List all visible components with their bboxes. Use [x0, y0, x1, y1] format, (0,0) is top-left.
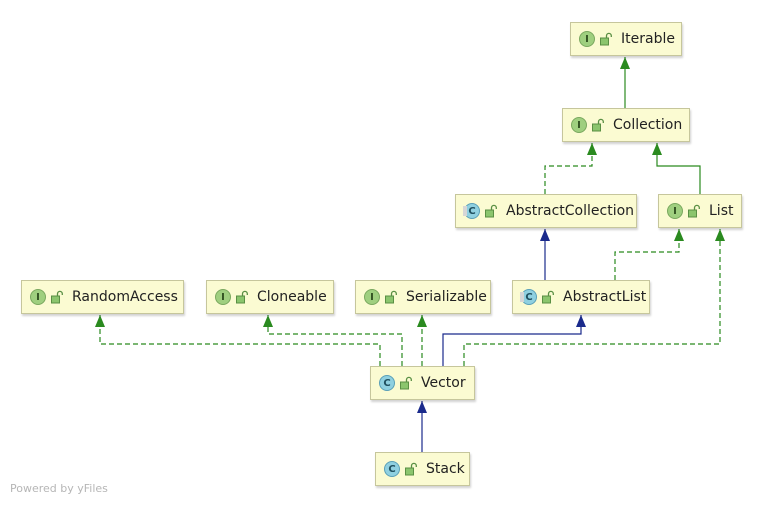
arrowhead-vector	[417, 401, 427, 413]
edge-vector-to-list	[463, 229, 721, 366]
node-collection[interactable]: I Collection	[562, 108, 690, 142]
lock-icon	[385, 290, 397, 304]
arrowhead-abstractcollection	[540, 229, 550, 241]
node-abstractcollection[interactable]: C AbstractCollection	[455, 194, 637, 228]
arrowhead-randomaccess	[95, 315, 105, 327]
interface-icon: I	[215, 289, 231, 305]
edge-vector-to-abstractlist	[442, 315, 582, 366]
node-abstractlist[interactable]: C AbstractList	[512, 280, 650, 314]
arrowhead-cloneable	[263, 315, 273, 327]
node-label: Collection	[613, 117, 683, 133]
edge-abstractlist-to-list	[614, 229, 680, 280]
arrowhead-collection	[652, 143, 662, 155]
node-cloneable[interactable]: I Cloneable	[206, 280, 334, 314]
watermark: Powered by yFiles	[10, 482, 108, 495]
interface-icon: I	[364, 289, 380, 305]
lock-icon	[688, 204, 700, 218]
node-iterable[interactable]: I Iterable	[570, 22, 682, 56]
lock-icon	[236, 290, 248, 304]
interface-icon: I	[571, 117, 587, 133]
abstract-class-icon: C	[520, 289, 537, 305]
node-label: Cloneable	[257, 289, 327, 305]
arrowhead-collection	[587, 143, 597, 155]
node-list[interactable]: I List	[658, 194, 742, 228]
node-vector[interactable]: C Vector	[370, 366, 475, 400]
node-randomaccess[interactable]: I RandomAccess	[21, 280, 184, 314]
arrowhead-iterable	[620, 57, 630, 69]
class-icon: C	[384, 461, 400, 477]
edge-abstractcollection-to-collection	[544, 143, 593, 194]
lock-icon	[400, 376, 412, 390]
arrowhead-abstractlist	[576, 315, 586, 327]
lock-icon	[600, 32, 612, 46]
edge-vector-to-cloneable	[267, 315, 403, 366]
node-label: Stack	[426, 461, 465, 477]
arrowhead-list	[674, 229, 684, 241]
class-icon: C	[379, 375, 395, 391]
edge-list-to-collection	[656, 143, 701, 194]
interface-icon: I	[579, 31, 595, 47]
edge-vector-to-randomaccess	[99, 315, 381, 366]
interface-icon: I	[30, 289, 46, 305]
lock-icon	[592, 118, 604, 132]
node-label: AbstractCollection	[506, 203, 635, 219]
arrowhead-serializable	[417, 315, 427, 327]
node-label: Vector	[421, 375, 466, 391]
arrowhead-list	[715, 229, 725, 241]
node-label: AbstractList	[563, 289, 647, 305]
node-label: Serializable	[406, 289, 487, 305]
node-serializable[interactable]: I Serializable	[355, 280, 491, 314]
lock-icon	[485, 204, 497, 218]
abstract-class-icon: C	[463, 203, 480, 219]
lock-icon	[51, 290, 63, 304]
node-label: List	[709, 203, 734, 219]
interface-icon: I	[667, 203, 683, 219]
node-label: Iterable	[621, 31, 675, 47]
node-label: RandomAccess	[72, 289, 178, 305]
lock-icon	[405, 462, 417, 476]
node-stack[interactable]: C Stack	[375, 452, 470, 486]
lock-icon	[542, 290, 554, 304]
